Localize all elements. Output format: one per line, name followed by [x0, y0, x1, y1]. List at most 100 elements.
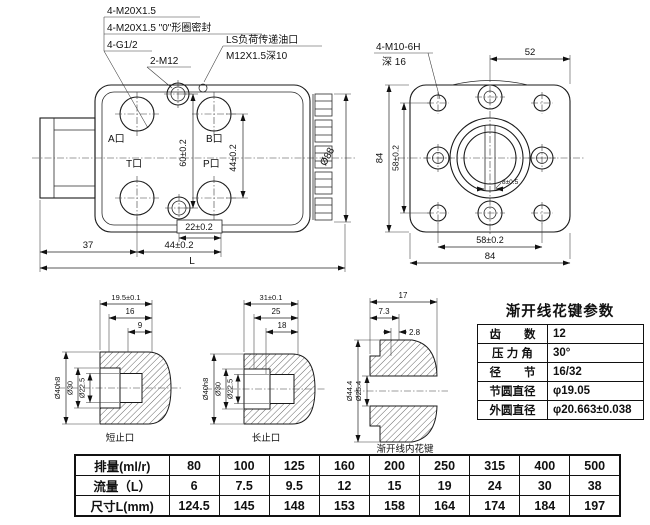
spec-cell: 184: [519, 495, 571, 517]
s1-dia-mid: Ø30: [66, 381, 75, 395]
s2-depth-mid: 25: [272, 307, 281, 316]
spec-cell: 197: [569, 495, 621, 517]
dim-44-horizontal: 44±0.2: [165, 240, 194, 251]
s3-dia-bore: Ø25.4: [354, 381, 363, 401]
displacement-spec-table: 排量(ml/r) 80 100 125 160 200 250 315 400 …: [74, 454, 621, 517]
s3-caption: 渐开线内花键: [376, 443, 434, 455]
spline-param-value: 16/32: [547, 362, 644, 382]
s1-dia-outer: Ø40h8: [53, 377, 62, 400]
table-row: 排量(ml/r) 80 100 125 160 200 250 315 400 …: [74, 454, 621, 476]
s2-dia-outer: Ø40h8: [201, 378, 210, 401]
s1-depth-mid: 16: [126, 307, 135, 316]
spec-row-label: 流量（L）: [74, 475, 170, 496]
spec-cell: 500: [569, 454, 621, 476]
spec-cell: 174: [469, 495, 521, 517]
table-row: 齿 数 12: [477, 324, 644, 344]
dim-52: 52: [525, 47, 536, 58]
spec-cell: 200: [368, 454, 421, 476]
spec-cell: 145: [218, 495, 270, 517]
s1-depth-inner: 9: [138, 321, 143, 330]
dim-22-boxed: 22±0.2: [185, 222, 212, 232]
spec-cell: 400: [519, 454, 571, 476]
spec-cell: 148: [268, 495, 320, 517]
spline-param-value: φ19.05: [547, 381, 644, 401]
spec-cell: 30: [519, 475, 571, 496]
spec-cell: 19: [419, 475, 471, 496]
callout-4m10: 4-M10-6H: [376, 42, 420, 53]
s2-depth-total: 31±0.1: [260, 293, 283, 302]
spec-cell: 125: [268, 454, 320, 476]
spline-param-name: 外圆直径: [477, 400, 548, 420]
callout-2m12: 2-M12: [150, 56, 179, 67]
callout-m20-oring-seal: 4-M20X1.5 "0"形圈密封: [107, 21, 211, 34]
s2-depth-inner: 18: [278, 321, 287, 330]
spec-cell: 158: [368, 495, 421, 517]
front-view-dimensions: 60±0.2 44±0.2 Ø88 22±0.2 37 44±0.2 L: [39, 93, 351, 272]
spline-param-name: 压 力 角: [477, 343, 548, 363]
s2-dia-mid: Ø30: [214, 382, 223, 396]
spec-cell: 7.5: [218, 475, 270, 496]
port-t-label: T口: [126, 159, 142, 170]
s3-width-inner: 2.8: [409, 328, 421, 337]
dim-58-left: 58±0.2: [391, 145, 401, 171]
section-short-spigot: Ø40h8 Ø30 Ø22.5 19.5±0.1 16 9 短止口: [53, 293, 182, 444]
table-row: 流量（L） 6 7.5 9.5 12 15 19 24 30 38: [74, 475, 621, 496]
dim-84-left: 84: [375, 153, 386, 164]
spec-cell: 12: [318, 475, 370, 496]
rear-view-dimensions: 8±0.5 52 84 58±0.2 58±0.2 84: [375, 47, 571, 266]
spec-cell: 80: [168, 454, 220, 476]
rear-view-drawing: 4-M10-6H 深 16: [375, 42, 584, 266]
spline-param-name: 节圆直径: [477, 381, 548, 401]
center-bore-and-holes: [424, 84, 556, 226]
port-holes: [115, 80, 236, 222]
spline-parameter-table: 齿 数 12 压 力 角 30° 径 节 16/32 节圆直径 φ19.05 外…: [477, 324, 644, 420]
spline-parameter-panel: 渐开线花键参数 齿 数 12 压 力 角 30° 径 节 16/32 节圆直径 …: [477, 300, 644, 420]
s1-caption: 短止口: [106, 432, 135, 444]
table-row: 节圆直径 φ19.05: [477, 381, 644, 401]
s3-width-total: 17: [399, 291, 408, 300]
table-row: 外圆直径 φ20.663±0.038: [477, 400, 644, 420]
section-spline-hub: Ø44.4 Ø25.4 17 7.3 2.8 渐开线内花键: [345, 291, 448, 455]
spec-cell: 9.5: [268, 475, 320, 496]
s1-depth-total: 19.5±0.1: [111, 293, 140, 302]
table-row: 尺寸L(mm) 124.5 145 148 153 158 164 174 18…: [74, 495, 621, 517]
spline-param-value: 30°: [547, 343, 644, 363]
s2-caption: 长止口: [252, 432, 281, 444]
callout-g12: 4-G1/2: [107, 40, 138, 51]
dim-slot-width: 8±0.5: [502, 179, 519, 186]
spline-param-name: 齿 数: [477, 324, 548, 344]
s2-dia-bore: Ø22.5: [226, 379, 235, 399]
spline-param-value: φ20.663±0.038: [547, 400, 644, 420]
spec-cell: 38: [569, 475, 621, 496]
spec-cell: 160: [318, 454, 370, 476]
s3-width-mid: 7.3: [378, 307, 390, 316]
spline-param-value: 12: [547, 324, 644, 344]
dim-spline-outer-diameter: Ø88: [318, 146, 337, 168]
dim-84-bottom: 84: [485, 251, 496, 262]
port-b-label: B口: [206, 134, 223, 145]
front-view-drawing: 4-M20X1.5 4-M20X1.5 "0"形圈密封 4-G1/2 2-M12…: [32, 6, 441, 272]
section-long-spigot: Ø40h8 Ø30 Ø22.5 31±0.1 25 18 长止口: [201, 293, 325, 444]
port-a-label: A口: [108, 134, 125, 145]
dim-37: 37: [83, 240, 94, 251]
spec-cell: 250: [419, 454, 471, 476]
dim-port-spacing-vertical: 44±0.2: [228, 144, 238, 171]
ls-port-callout-line2: M12X1.5深10: [226, 50, 288, 62]
dim-overall-length-L: L: [189, 256, 195, 267]
table-row: 压 力 角 30°: [477, 343, 644, 363]
spec-cell: 315: [469, 454, 521, 476]
callout-leader-lines: [103, 16, 441, 129]
spec-cell: 164: [419, 495, 471, 517]
spec-row-label: 排量(ml/r): [74, 454, 170, 476]
s1-dia-bore: Ø22.5: [78, 378, 87, 398]
s3-dia-outer: Ø44.4: [345, 381, 354, 401]
spec-row-label: 尺寸L(mm): [74, 495, 170, 517]
spline-shaft-end: [312, 93, 333, 221]
spec-cell: 153: [318, 495, 370, 517]
spec-cell: 15: [368, 475, 421, 496]
valve-body-outline: [32, 84, 356, 233]
callout-m10-depth: 深 16: [382, 56, 406, 68]
dim-boss-spacing: 60±0.2: [178, 139, 188, 166]
spec-cell: 100: [218, 454, 270, 476]
